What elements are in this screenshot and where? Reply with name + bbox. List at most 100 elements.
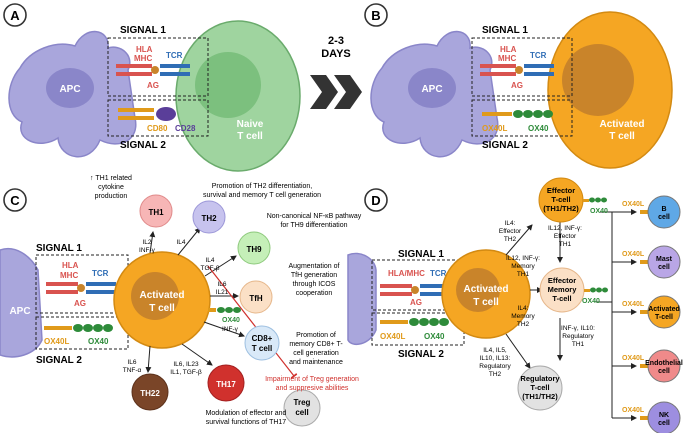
th17-cell — [207, 364, 245, 402]
signal2-label-b: SIGNAL 2 — [482, 140, 528, 151]
signal1-label-b: SIGNAL 1 — [482, 25, 528, 36]
target-cell-body — [647, 245, 681, 279]
ag-label-b: AG — [511, 81, 523, 90]
ox40-receptor-d — [409, 318, 449, 326]
target-ox40l-label: OX40L — [622, 201, 645, 208]
signal2-label-c: SIGNAL 2 — [36, 355, 82, 366]
activated-nucleus-b — [562, 44, 634, 116]
regulatory-label-3: (TH1/TH2) — [522, 392, 558, 401]
ag-antigen-b — [515, 66, 523, 74]
ag-label-c: AG — [74, 299, 86, 308]
th17-label: TH17 — [216, 380, 236, 389]
cytokine-cd8: INF-γ — [222, 326, 239, 333]
signal1-label-d: SIGNAL 1 — [398, 249, 444, 260]
time-arrow-line1: 2-3 — [328, 35, 344, 47]
tcr-label: TCR — [166, 51, 183, 60]
signal1-label-c: SIGNAL 1 — [36, 243, 82, 254]
ox40-receptor-c — [73, 324, 113, 332]
chevron-icon-1 — [310, 75, 338, 109]
tcr-receptor — [160, 64, 190, 68]
ox40l-receptor-d — [380, 320, 408, 324]
ag-antigen-d — [411, 286, 419, 294]
ox40-label-c: OX40 — [88, 337, 109, 346]
target-cell-body — [647, 349, 681, 383]
tcr-receptor-b — [524, 64, 554, 68]
ag-label: AG — [147, 81, 159, 90]
target-cell-body — [647, 195, 681, 229]
cd8-cell — [244, 325, 280, 361]
treg-inhibition-line — [207, 265, 298, 379]
th22-cell — [131, 373, 169, 411]
ox40-label-b: OX40 — [528, 124, 549, 133]
cd80-receptor — [118, 108, 154, 112]
th2-note: Promotion of TH2 differentiation,surviva… — [203, 183, 321, 199]
ox40l-label-c: OX40L — [44, 337, 69, 346]
th9-label: TH9 — [246, 245, 262, 254]
hla-label-c: HLA — [62, 261, 79, 270]
th1-cell — [139, 194, 173, 228]
time-arrow: 2-3 DAYS — [310, 35, 362, 109]
tfh-label: TfH — [249, 294, 263, 303]
hla-label: HLA — [136, 45, 153, 54]
panel-d-letter: D — [371, 193, 380, 208]
center-label-c-1: Activated — [139, 290, 184, 301]
ox40-label-d: OX40 — [424, 332, 445, 341]
hla-mhc-receptor-d — [380, 284, 412, 288]
cd28-receptor — [156, 107, 176, 121]
th2-label: TH2 — [201, 214, 217, 223]
hla-mhc-receptor-c — [46, 282, 78, 286]
ox40-receptor-mem — [584, 287, 608, 293]
regulatory-t-cell — [517, 365, 563, 411]
th2-cell — [192, 200, 226, 234]
ag-antigen — [151, 66, 159, 74]
apc-label: APC — [59, 84, 80, 95]
ox40l-receptor-b — [482, 112, 512, 116]
panel-b: B APC Activated T cell SIGNAL 1 SIGNAL 2… — [364, 3, 673, 169]
hla-label-b: HLA — [500, 45, 517, 54]
tcr-label-b: TCR — [530, 51, 547, 60]
memory-label-2: Memory — [548, 285, 578, 294]
naive-label-2: T cell — [237, 131, 263, 142]
effector-label-1: Effector — [547, 186, 575, 195]
hla-mhc-label-d: HLA/MHC — [388, 269, 425, 278]
panel-b-letter: B — [371, 8, 380, 23]
center-label-d-1: Activated — [463, 284, 508, 295]
tcr-label-d: TCR — [430, 269, 447, 278]
panel-d-badge — [364, 188, 388, 212]
panel-d: D SIGNAL 1 SIGNAL 2 HLA/MHC AG TCR OX40L… — [347, 177, 683, 433]
chevron-icon-2 — [334, 75, 362, 109]
regulatory-label-2: T-cell — [530, 383, 549, 392]
apc-cell-d — [347, 252, 377, 346]
signal2-box-b — [471, 99, 573, 137]
signal1-label: SIGNAL 1 — [120, 25, 166, 36]
hla-mhc-receptor — [116, 64, 152, 68]
panel-c-arrows — [145, 227, 245, 373]
cd8-label-2: T cell — [252, 344, 272, 353]
tcr-receptor-d — [420, 284, 450, 288]
ox40l-label-b: OX40L — [482, 124, 507, 133]
treg-label-2: cell — [295, 408, 308, 417]
activated-label-b-2: T cell — [609, 131, 635, 142]
center-label-d-2: T cell — [473, 297, 499, 308]
signal2-label: SIGNAL 2 — [120, 140, 166, 151]
signal1-box-b — [471, 37, 573, 97]
panel-c-badge — [3, 188, 27, 212]
